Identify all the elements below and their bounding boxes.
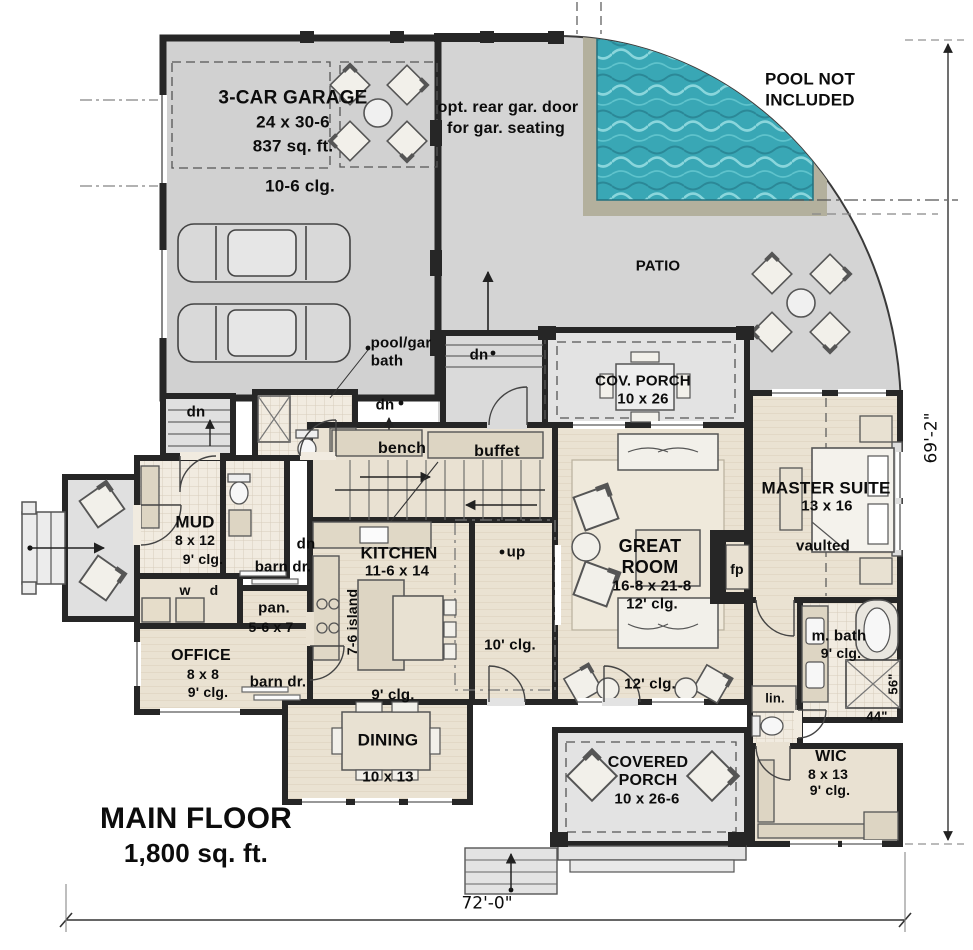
barn-door-label-mud: barn dr. <box>254 558 312 576</box>
side-porch <box>21 479 128 605</box>
master-bath-fixtures <box>751 599 901 737</box>
pool-bath-line1: pool/gar <box>370 334 432 352</box>
wic-ceiling: 9' clg. <box>809 782 851 798</box>
mud-dims: 8 x 12 <box>174 532 216 548</box>
linen-label: lin. <box>765 690 785 706</box>
wic-name: WIC <box>815 748 847 765</box>
patio-label: PATIO <box>635 257 681 275</box>
doors <box>133 386 827 781</box>
shower-width-label: 56" <box>885 673 901 695</box>
mud-name: MUD <box>175 512 215 532</box>
kitchen-dims: 11-6 x 14 <box>364 562 430 580</box>
garage-area: 837 sq. ft. <box>252 136 334 156</box>
covered-porch-name2: PORCH <box>618 772 678 789</box>
wall-posts <box>300 31 564 356</box>
kitchen-fixtures <box>312 521 432 661</box>
great-room-ceiling: 12' clg. <box>626 595 678 613</box>
dining-name: DINING <box>357 730 419 750</box>
kitchen-name: KITCHEN <box>360 543 438 563</box>
car-icon <box>177 303 351 363</box>
stairs <box>318 350 545 555</box>
kitchen-island <box>357 579 457 671</box>
wic-shelving <box>757 759 899 841</box>
height-dimension: 69'-2" <box>921 412 942 464</box>
cov-porch-dims: 10 x 26 <box>617 390 669 408</box>
office-dims: 8 x 8 <box>186 666 220 682</box>
wic-dims: 8 x 13 <box>807 766 849 782</box>
master-bath-ceiling: 9' clg. <box>820 645 862 661</box>
master-bath-name: m. bath <box>811 627 867 645</box>
walkway-steps <box>168 344 543 447</box>
washer-dryer <box>141 597 205 623</box>
wall <box>434 33 560 42</box>
office-ceiling: 9' clg. <box>187 684 229 700</box>
pantry-name: pan. <box>258 599 290 617</box>
dn-label-landing: dn <box>186 403 206 421</box>
front-steps <box>464 326 754 895</box>
great-room-ceiling-2: 12' clg. <box>624 675 676 693</box>
pool-bath-line2: bath <box>370 352 404 370</box>
master-vaulted-note: vaulted <box>796 537 850 555</box>
dining-dims: 10 x 13 <box>362 768 414 786</box>
plan-title: MAIN FLOOR <box>100 802 292 835</box>
great-room-name2: ROOM <box>621 557 679 577</box>
dining-table <box>331 701 441 781</box>
pool <box>583 36 827 216</box>
plan-area: 1,800 sq. ft. <box>123 838 269 868</box>
bench-cabinet <box>331 429 544 459</box>
great-room-dims: 16-8 x 21-8 <box>612 577 692 595</box>
fireplace-label: fp <box>730 561 744 577</box>
bath-nook-fixtures <box>227 473 252 537</box>
dn-label-stairs: dn <box>296 535 316 553</box>
dimension-lines <box>59 39 964 932</box>
covered-porch-dims: 10 x 26-6 <box>614 790 680 808</box>
barn-door-label-office: barn dr. <box>249 673 307 691</box>
pool-note-line2: INCLUDED <box>765 90 855 110</box>
hall-ceiling: 10' clg. <box>484 636 536 654</box>
cov-porch-name: COV. PORCH <box>595 372 691 390</box>
office-name: OFFICE <box>171 647 231 664</box>
reference-lines <box>576 2 958 215</box>
garage-name: 3-CAR GARAGE <box>218 87 368 109</box>
pantry-dims: 5-6 x 7 <box>248 619 294 635</box>
buffet-label: buffet <box>474 443 520 460</box>
garage-ceiling: 10-6 clg. <box>265 176 335 196</box>
master-furniture <box>779 398 903 596</box>
pool-note-line1: POOL NOT <box>764 69 856 89</box>
washer-label: w <box>179 582 191 598</box>
great-room-name1: GREAT <box>618 536 682 556</box>
great-room-furniture <box>556 433 739 711</box>
garage-seating-set <box>328 63 429 163</box>
shower-depth-label: 44" <box>866 708 888 724</box>
width-dimension: 72'-0" <box>461 893 513 914</box>
covered-porch-name1: COVERED <box>607 754 689 771</box>
master-name: MASTER SUITE <box>761 478 891 498</box>
dryer-label: d <box>209 582 219 598</box>
car-icon <box>177 223 351 283</box>
garage-dims: 24 x 30-6 <box>256 112 330 132</box>
mud-cubbies <box>140 465 160 529</box>
garage-note-line2: for gar. seating <box>447 120 565 137</box>
island-label: 7-6 island <box>344 588 360 656</box>
master-dims: 13 x 16 <box>801 497 853 515</box>
fireplace <box>710 530 750 604</box>
bench-label: bench <box>377 440 427 457</box>
dn-label-walkway: dn <box>469 346 489 364</box>
dn-label-bath: dn <box>375 396 395 414</box>
mud-ceiling: 9' clg. <box>182 551 224 567</box>
patio-seating-set <box>750 252 852 354</box>
kitchen-ceiling: 9' clg. <box>371 686 415 704</box>
up-label: up <box>506 543 526 561</box>
rear-porch-table <box>599 351 691 423</box>
garage-note-line1: opt. rear gar. door <box>437 99 579 116</box>
